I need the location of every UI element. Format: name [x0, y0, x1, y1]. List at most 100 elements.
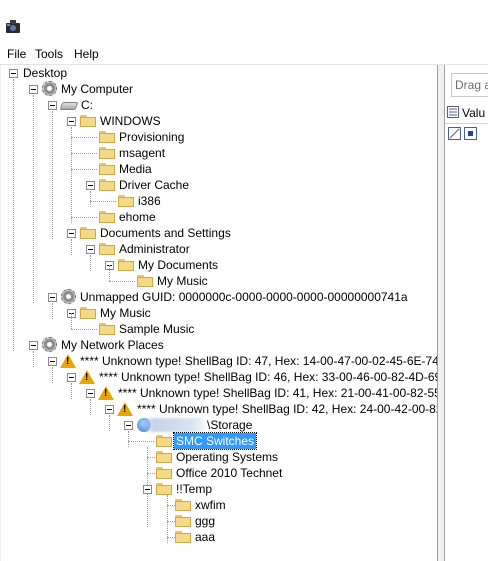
tree-line — [71, 313, 72, 329]
drive-icon — [59, 102, 79, 110]
collapse-toggle[interactable] — [67, 229, 76, 238]
shellbag-tree[interactable]: Desktop My Computer C: WINDOWS Provision… — [1, 65, 438, 561]
tree-line — [167, 521, 175, 522]
folder-icon — [80, 115, 96, 127]
node-label: My Music — [100, 306, 151, 320]
folder-icon — [99, 131, 115, 143]
collapse-toggle[interactable] — [86, 389, 95, 398]
tree-line — [90, 201, 116, 202]
node-label: Media — [119, 162, 152, 176]
node-label: ggg — [195, 514, 216, 528]
tree-line — [33, 95, 34, 303]
tree-line — [109, 281, 135, 282]
tree-line — [71, 383, 72, 399]
tree-line — [71, 169, 97, 170]
network-gear-icon — [42, 337, 57, 352]
warning-icon — [60, 354, 76, 368]
title-bar — [0, 0, 488, 44]
tree-line — [90, 255, 91, 271]
node-label: Office 2010 Technet — [176, 466, 283, 480]
menu-divider — [0, 64, 488, 65]
node-label: i386 — [138, 194, 161, 208]
node-label: **** Unknown type! ShellBag ID: 47, Hex:… — [80, 354, 438, 368]
tree-line — [71, 127, 72, 223]
tree-line — [71, 153, 97, 154]
collapse-toggle[interactable] — [29, 341, 38, 350]
node-label: C: — [81, 98, 93, 112]
node-label: \Storage — [207, 418, 253, 432]
node-label: Provisioning — [119, 130, 185, 144]
node-label: !!Temp — [176, 482, 213, 496]
tree-line — [128, 441, 154, 442]
tree-line — [90, 399, 91, 415]
tree-line — [71, 239, 72, 255]
redacted-share-name — [141, 418, 207, 432]
collapse-toggle[interactable] — [48, 101, 57, 110]
collapse-toggle[interactable] — [67, 373, 76, 382]
tree-line — [167, 537, 175, 538]
node-label: aaa — [195, 530, 216, 544]
folder-icon — [99, 179, 115, 191]
tree-line — [52, 111, 53, 239]
value-column-header[interactable]: Valu — [462, 106, 486, 120]
node-label: Administrator — [119, 242, 190, 256]
tree-line — [33, 351, 34, 367]
tree-line — [128, 431, 129, 447]
node-label: **** Unknown type! ShellBag ID: 41, Hex:… — [118, 386, 438, 400]
tree-line — [71, 329, 97, 330]
node-label: Desktop — [23, 66, 68, 80]
warning-icon — [117, 402, 133, 416]
menu-help[interactable]: Help — [74, 47, 99, 61]
collapse-toggle[interactable] — [124, 421, 133, 430]
node-label: My Computer — [61, 82, 134, 96]
node-label: msagent — [119, 146, 166, 160]
folder-icon — [99, 243, 115, 255]
filter-condition-icon[interactable] — [464, 127, 477, 140]
tree-line — [167, 505, 175, 506]
tree-line — [90, 191, 91, 207]
group-drop-area[interactable]: Drag a — [451, 73, 488, 97]
node-label: My Documents — [138, 258, 219, 272]
collapse-toggle[interactable] — [86, 181, 95, 190]
warning-icon — [98, 386, 114, 400]
folder-icon — [118, 195, 134, 207]
collapse-toggle[interactable] — [48, 293, 57, 302]
column-chooser-icon[interactable] — [447, 106, 459, 118]
node-label: **** Unknown type! ShellBag ID: 42, Hex:… — [137, 402, 438, 416]
node-label: ehome — [119, 210, 156, 224]
folder-icon — [99, 147, 115, 159]
tree-line — [52, 367, 53, 383]
tree-line — [147, 457, 155, 458]
node-label: Unmapped GUID: 0000000c-0000-0000-0000-0… — [80, 290, 408, 304]
collapse-toggle[interactable] — [86, 245, 95, 254]
folder-icon — [175, 531, 191, 543]
tree-line — [109, 415, 110, 431]
app-icon — [6, 20, 20, 33]
collapse-toggle[interactable] — [29, 85, 38, 94]
panel-splitter[interactable] — [438, 65, 444, 561]
node-label: My Music — [157, 274, 208, 288]
node-label: Sample Music — [119, 322, 195, 336]
folder-icon — [118, 259, 134, 271]
node-label: Driver Cache — [119, 178, 190, 192]
node-label: My Network Places — [61, 338, 164, 352]
menu-tools[interactable]: Tools — [35, 47, 64, 61]
folder-icon — [156, 435, 172, 447]
collapse-toggle[interactable] — [9, 69, 18, 78]
collapse-toggle[interactable] — [143, 485, 152, 494]
filter-clear-icon[interactable] — [448, 127, 461, 140]
menu-bar: File Tools Help — [0, 44, 488, 64]
tree-line — [71, 217, 97, 218]
collapse-toggle[interactable] — [105, 405, 114, 414]
folder-icon — [99, 163, 115, 175]
collapse-toggle[interactable] — [67, 117, 76, 126]
menu-file[interactable]: File — [7, 47, 27, 61]
node-label-selected: SMC Switches — [172, 432, 258, 450]
details-panel: Drag a Valu — [444, 65, 488, 561]
folder-icon — [156, 451, 172, 463]
folder-icon — [175, 499, 191, 511]
tree-line — [52, 303, 53, 319]
tree-line — [71, 137, 97, 138]
collapse-toggle[interactable] — [48, 357, 57, 366]
tree-line — [109, 265, 110, 281]
